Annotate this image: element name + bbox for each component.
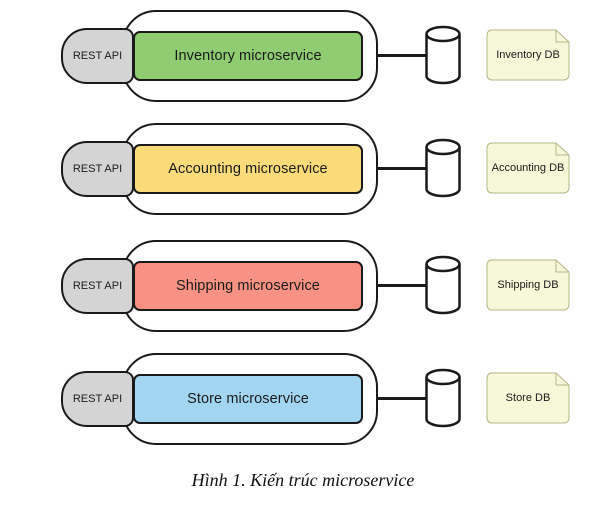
database-note-label: Store DB (505, 392, 551, 404)
database-cylinder-icon (424, 24, 462, 86)
database-note: Shipping DB (486, 259, 570, 311)
service-row: Inventory microservice REST API Inventor… (0, 2, 606, 112)
service-db-connector-line (378, 54, 426, 57)
microservice-box[interactable]: Shipping microservice (133, 261, 363, 311)
microservice-box[interactable]: Accounting microservice (133, 144, 363, 194)
database-note: Accounting DB (486, 142, 570, 194)
microservice-box[interactable]: Inventory microservice (133, 31, 363, 81)
database-note: Inventory DB (486, 29, 570, 81)
rest-api-capsule[interactable]: REST API (61, 141, 134, 197)
rest-api-label: REST API (72, 50, 123, 62)
microservice-label: Shipping microservice (176, 278, 320, 294)
database-note-label: Shipping DB (497, 279, 559, 291)
service-row: Accounting microservice REST API Account… (0, 115, 606, 225)
service-row: Shipping microservice REST API Shipping … (0, 232, 606, 342)
database-note-label: Inventory DB (496, 49, 560, 61)
microservice-label: Store microservice (187, 391, 309, 407)
figure-caption: Hình 1. Kiến trúc microservice (191, 470, 415, 490)
service-db-connector-line (378, 397, 426, 400)
service-db-connector-line (378, 167, 426, 170)
rest-api-label: REST API (72, 280, 123, 292)
rest-api-capsule[interactable]: REST API (61, 371, 134, 427)
rest-api-label: REST API (72, 393, 123, 405)
rest-api-capsule[interactable]: REST API (61, 28, 134, 84)
microservice-label: Inventory microservice (174, 48, 322, 64)
microservice-box[interactable]: Store microservice (133, 374, 363, 424)
microservice-label: Accounting microservice (168, 161, 328, 177)
database-note-label: Accounting DB (491, 162, 565, 174)
service-db-connector-line (378, 284, 426, 287)
database-cylinder-icon (424, 367, 462, 429)
rest-api-label: REST API (72, 163, 123, 175)
database-note: Store DB (486, 372, 570, 424)
database-cylinder-icon (424, 137, 462, 199)
database-cylinder-icon (424, 254, 462, 316)
service-row: Store microservice REST API Store DB (0, 345, 606, 455)
rest-api-capsule[interactable]: REST API (61, 258, 134, 314)
